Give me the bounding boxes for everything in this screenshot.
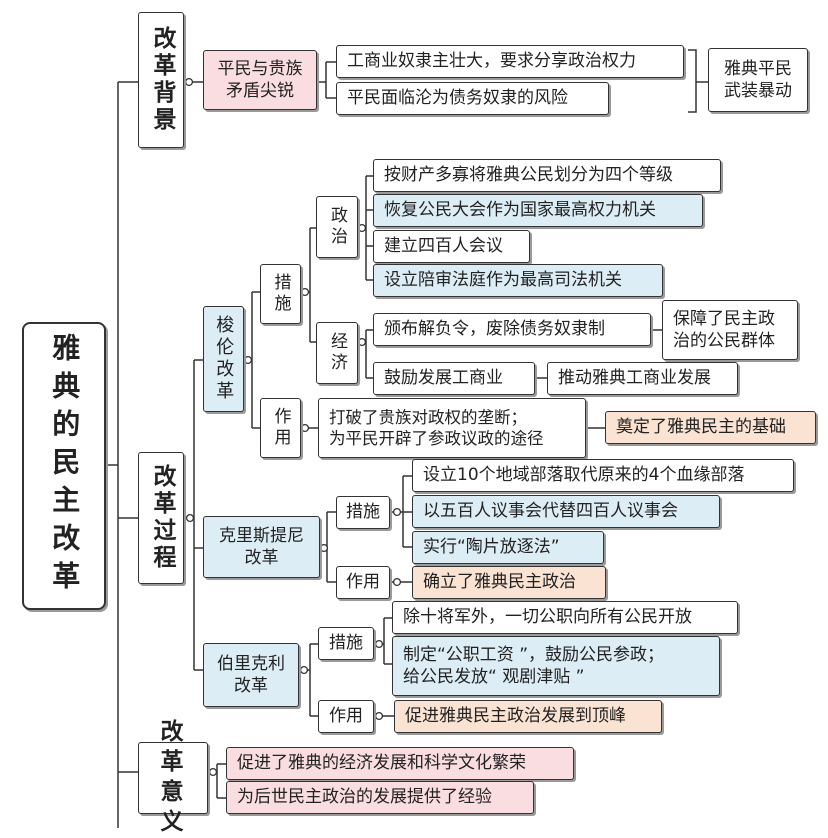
pericles-effect-label: 作用 — [318, 700, 374, 733]
root-title: 雅典的民主改革 — [22, 322, 106, 610]
solon-politics-4: 设立陪审法庭作为最高司法机关 — [373, 264, 663, 297]
significance-2: 为后世民主政治的发展提供了经验 — [226, 781, 534, 814]
solon-measures-label: 措施 — [260, 264, 301, 324]
pericles-reform: 伯里克利 改革 — [203, 643, 299, 707]
solon-economy-label: 经济 — [316, 322, 358, 384]
pericles-measures-label: 措施 — [318, 627, 374, 660]
cleisthenes-measure-1: 设立10个地域部落取代原来的4个血缘部落 — [412, 459, 794, 492]
solon-economy-1: 颁布解负令，废除债务奴隶制 — [373, 313, 651, 346]
solon-politics-2: 恢复公民大会作为国家最高权力机关 — [373, 194, 703, 227]
background-result: 雅典平民 武装暴动 — [708, 48, 808, 112]
cleisthenes-measure-3: 实行“陶片放逐法” — [412, 531, 604, 564]
background-point-2: 平民面临沦为债务奴隶的风险 — [336, 82, 609, 115]
process-label: 改革过程 — [138, 452, 184, 584]
cleisthenes-effect: 确立了雅典民主政治 — [412, 566, 606, 599]
solon-effect-result: 奠定了雅典民主的基础 — [605, 411, 816, 444]
solon-economy-effect-2: 推动雅典工商业发展 — [547, 362, 738, 395]
solon-effect-label: 作用 — [260, 398, 301, 458]
significance-1: 促进了雅典的经济发展和科学文化繁荣 — [226, 747, 574, 780]
solon-economy-2: 鼓励发展工商业 — [373, 362, 535, 395]
pericles-effect: 促进雅典民主政治发展到顶峰 — [394, 700, 662, 733]
pericles-measure-2: 制定“公职工资 ”，鼓励公民参政； 给公民发放“ 观剧津贴 ” — [392, 636, 720, 696]
cleisthenes-measure-2: 以五百人议事会代替四百人议事会 — [412, 495, 720, 528]
solon-effect: 打破了贵族对政权的垄断； 为平民开辟了参政议政的途径 — [318, 398, 586, 458]
solon-reform: 梭伦改革 — [203, 306, 244, 412]
background-cause: 平民与贵族 矛盾尖锐 — [203, 50, 317, 110]
background-label: 改革背景 — [138, 12, 184, 148]
significance-label: 改革 意义 — [138, 719, 208, 835]
background-point-1: 工商业奴隶主壮大，要求分享政治权力 — [336, 45, 684, 78]
solon-politics-label: 政治 — [316, 196, 358, 258]
pericles-measure-1: 除十将军外，一切公职向所有公民开放 — [392, 601, 738, 634]
solon-politics-3: 建立四百人会议 — [373, 230, 530, 263]
cleisthenes-effect-label: 作用 — [336, 566, 390, 599]
solon-economy-effect-1: 保障了民主政 治的公民群体 — [662, 300, 798, 360]
cleisthenes-reform: 克里斯提尼 改革 — [203, 516, 320, 578]
cleisthenes-measures-label: 措施 — [336, 496, 390, 529]
solon-politics-1: 按财产多寡将雅典公民划分为四个等级 — [373, 159, 721, 192]
